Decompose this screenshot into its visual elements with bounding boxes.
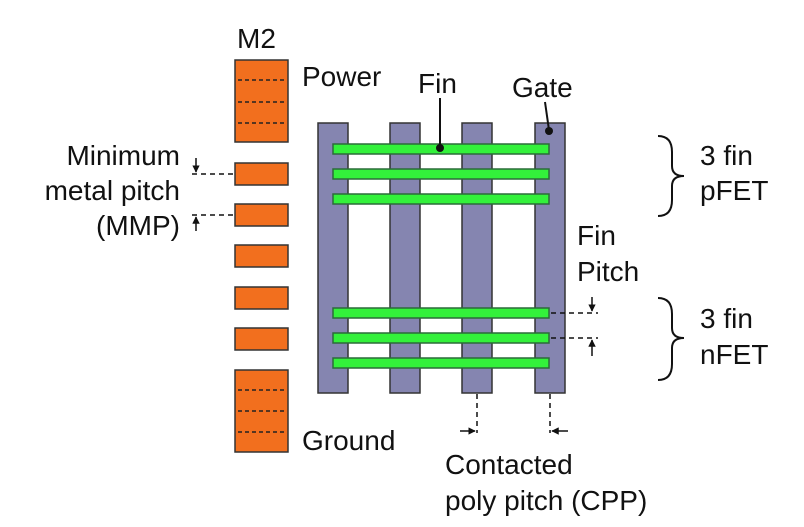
pfet-label-line2: pFET [700, 175, 768, 206]
fins [332, 143, 550, 369]
cpp-label-line1: Contacted [445, 449, 573, 480]
fin-pitch-label-line2: Pitch [577, 256, 639, 287]
nfet-label-line2: nFET [700, 339, 768, 370]
m2-track [234, 327, 289, 351]
ground-label: Ground [302, 425, 395, 456]
gate-poly [317, 122, 349, 394]
power-label: Power [302, 61, 381, 92]
fin-pitch-label-line1: Fin [577, 220, 616, 251]
m2-track [234, 162, 289, 186]
nfet-brace [657, 297, 685, 381]
gate-callout-line [544, 101, 550, 131]
nfet-label-line1: 3 fin [700, 303, 753, 334]
m2-track [234, 244, 289, 268]
m2-metal-column [234, 59, 289, 453]
pfet-fin [332, 193, 550, 205]
gate-poly [461, 122, 493, 394]
nfet-fin [332, 357, 550, 369]
pfet-brace [657, 135, 685, 217]
gate-poly [534, 122, 566, 394]
mmp-label-line3: (MMP) [96, 210, 180, 241]
fin-pitch-dimension [551, 297, 598, 356]
nfet-fin [332, 332, 550, 344]
gate-label: Gate [512, 72, 573, 103]
mmp-dimension [192, 158, 234, 231]
pfet-fin [332, 168, 550, 180]
m2-label: M2 [237, 23, 276, 54]
m2-track [234, 203, 289, 227]
cpp-dimension [460, 394, 568, 435]
gate-callout-dot [545, 127, 553, 135]
pfet-label-line1: 3 fin [700, 140, 753, 171]
cpp-label-line2: poly pitch (CPP) [445, 485, 647, 516]
mmp-label-line1: Minimum [66, 140, 180, 171]
power-rail [234, 59, 289, 143]
gates [317, 122, 566, 394]
gate-poly [389, 122, 421, 394]
fin-label: Fin [418, 68, 457, 99]
nfet-fin [332, 307, 550, 319]
mmp-label-line2: metal pitch [45, 175, 180, 206]
fin-callout-dot [436, 144, 444, 152]
m2-track [234, 286, 289, 310]
